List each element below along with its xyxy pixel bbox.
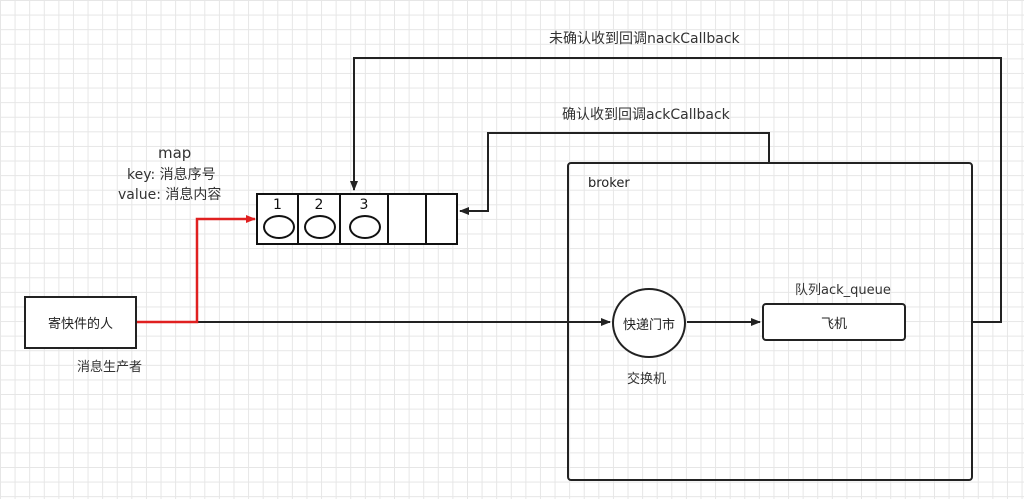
message-icon [262,215,295,239]
map-slot-5 [425,193,458,245]
map-key-label: key: 消息序号 [127,167,216,183]
producer-role-label: 消息生产者 [77,360,143,375]
producer-node-label: 寄快件的人 [47,317,113,332]
map-title: map [158,144,192,162]
queue-node-label: 飞机 [820,316,847,332]
map-slot-3: 3 [339,193,389,245]
nack-callback-label: 未确认收到回调nackCallback [549,31,740,47]
map-slot-2: 2 [297,193,341,245]
exchange-node[interactable]: 快递门市 [612,288,686,358]
message-icon [304,215,336,239]
queue-name-label: 队列ack_queue [795,283,891,298]
map-slot-key: 3 [359,197,369,213]
queue-node[interactable]: 飞机 [762,303,906,341]
ack-callback-connector [459,132,770,215]
map-slot-key: 2 [314,197,324,213]
map-slot-1: 1 [256,193,299,245]
broker-container[interactable]: broker [567,162,973,481]
map-slot-4 [387,193,427,245]
producer-to-map-connector [136,215,256,324]
exchange-node-label: 快递门市 [622,317,675,333]
ack-callback-label: 确认收到回调ackCallback [562,107,730,123]
map-value-label: value: 消息内容 [118,187,222,203]
message-icon [349,215,381,239]
producer-node[interactable]: 寄快件的人 [24,296,137,349]
map-slot-key: 1 [273,197,282,213]
exchange-role-label: 交换机 [627,372,667,387]
broker-label: broker [588,176,630,191]
nack-callback-connector [350,57,1002,323]
